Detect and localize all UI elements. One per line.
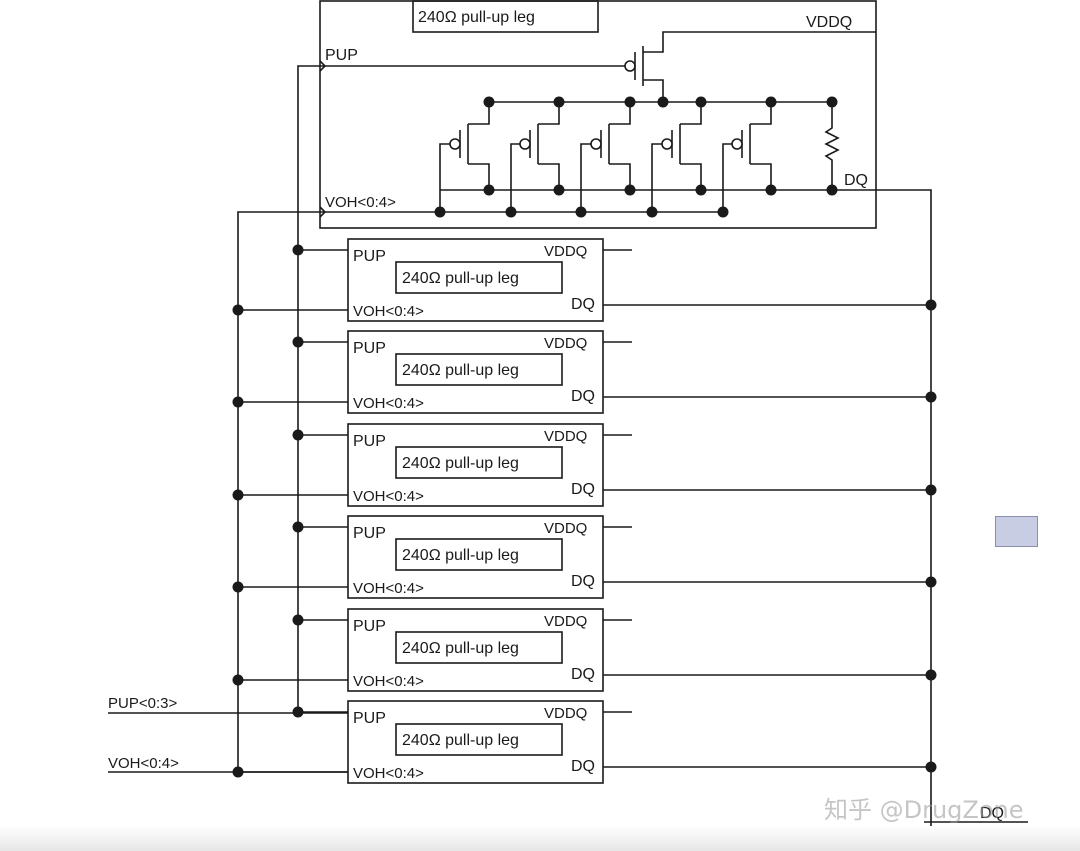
leg-label-box <box>395 353 563 386</box>
leg-vddq-label: VDDQ <box>544 613 587 630</box>
leg-vddq-label: VDDQ <box>544 428 587 445</box>
top-leg-pup-label: PUP <box>325 47 358 64</box>
resistor <box>824 102 840 196</box>
voh-bus-label: VOH<0:4> <box>108 755 179 772</box>
leg-vddq-label: VDDQ <box>544 243 587 260</box>
leg-label-box <box>395 538 563 571</box>
transistor-5 <box>722 102 777 212</box>
output-dq-label: DQ <box>980 805 1004 822</box>
leg-title: 240Ω pull-up leg <box>402 270 519 287</box>
top-leg-detail: 240Ω pull-up leg VDDQ PUP VOH<0:4> DQ <box>237 0 932 826</box>
top-leg-title: 240Ω pull-up leg <box>418 9 535 26</box>
bottom-edge <box>0 826 1080 851</box>
leg-title: 240Ω pull-up leg <box>402 732 519 749</box>
leg-pup-label: PUP <box>353 433 386 450</box>
pup-bus-label: PUP<0:3> <box>108 695 177 712</box>
watermark-text: 知乎 @DrugZone <box>824 796 1024 824</box>
leg-label-box <box>395 261 563 294</box>
top-leg-title-box <box>412 0 599 33</box>
leg-pup-label: PUP <box>353 618 386 635</box>
leg-voh-label: VOH<0:4> <box>353 580 424 597</box>
leg-pup-label: PUP <box>353 340 386 357</box>
leg-voh-label: VOH<0:4> <box>353 673 424 690</box>
leg-dq-label: DQ <box>571 481 595 498</box>
pmos-gate-bubble <box>624 60 636 72</box>
leg-voh-label: VOH<0:4> <box>353 765 424 782</box>
transistor-1 <box>439 102 495 212</box>
leg-title: 240Ω pull-up leg <box>402 455 519 472</box>
transistor-2 <box>510 102 565 212</box>
leg-vddq-label: VDDQ <box>544 520 587 537</box>
leg-dq-label: DQ <box>571 666 595 683</box>
leg-dq-label: DQ <box>571 296 595 313</box>
transistor-4 <box>651 102 707 212</box>
side-panel-tab[interactable] <box>995 516 1038 547</box>
leg-pup-label: PUP <box>353 710 386 727</box>
leg-voh-label: VOH<0:4> <box>353 395 424 412</box>
leg-title: 240Ω pull-up leg <box>402 547 519 564</box>
leg-voh-label: VOH<0:4> <box>353 488 424 505</box>
leg-vddq-label: VDDQ <box>544 335 587 352</box>
leg-title: 240Ω pull-up leg <box>402 362 519 379</box>
leg-dq-label: DQ <box>571 758 595 775</box>
leg-label-box <box>395 723 563 756</box>
top-leg-vddq-label: VDDQ <box>806 14 852 31</box>
leg-label-box <box>395 631 563 664</box>
leg-voh-label: VOH<0:4> <box>353 303 424 320</box>
leg-vddq-label: VDDQ <box>544 705 587 722</box>
top-leg-voh-label: VOH<0:4> <box>325 194 396 211</box>
leg-pup-label: PUP <box>353 525 386 542</box>
leg-dq-label: DQ <box>571 388 595 405</box>
leg-dq-label: DQ <box>571 573 595 590</box>
leg-label-box <box>395 446 563 479</box>
transistor-3 <box>580 102 636 212</box>
leg-title: 240Ω pull-up leg <box>402 640 519 657</box>
leg-pup-label: PUP <box>353 248 386 265</box>
top-leg-dq-label: DQ <box>844 172 868 189</box>
